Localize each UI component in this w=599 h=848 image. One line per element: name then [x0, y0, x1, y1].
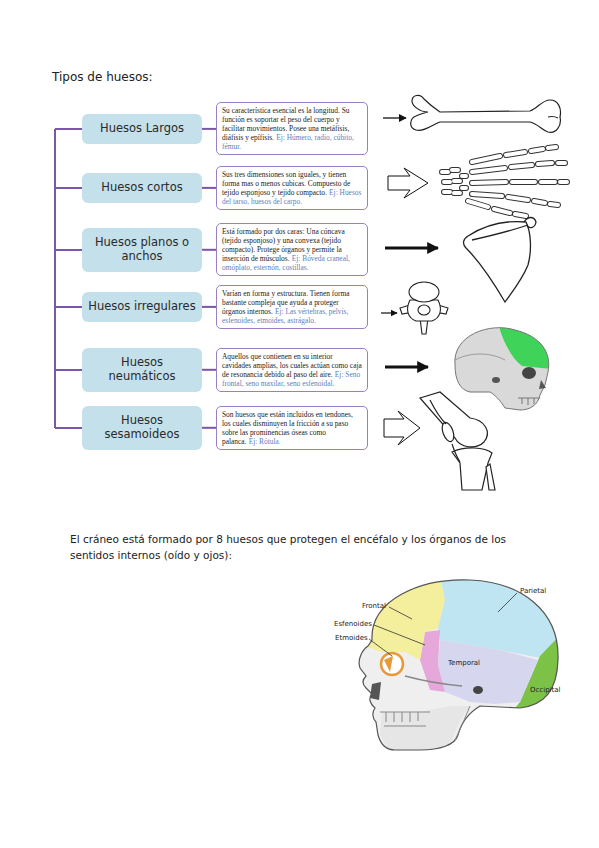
pointer-arrows-part [385, 366, 428, 369]
vertebra-part [409, 282, 439, 302]
scapula-part [472, 225, 528, 240]
pointer-arrows-part [384, 411, 420, 445]
small-skull-part [518, 398, 540, 405]
skull-diagram [350, 575, 570, 755]
scapula-part [524, 218, 536, 228]
vertebra [400, 282, 448, 334]
skull-diagram-part [455, 706, 470, 740]
vertebra-part [408, 300, 441, 321]
skull-diagram-part [350, 575, 570, 755]
box-text: Huesos irregulares [88, 300, 196, 314]
pointer-arrows-part [385, 247, 438, 250]
skull-diagram-part [473, 686, 483, 694]
skull-diagram-part-part [380, 706, 470, 752]
knee-joint [420, 392, 495, 490]
small-skull-part-part [500, 315, 560, 370]
connector-line [202, 306, 216, 308]
scapula [464, 218, 536, 303]
pointer-arrows-part [383, 117, 406, 118]
part-label: Temporal [448, 659, 480, 667]
small-skull-part [522, 367, 536, 379]
connector-line [202, 369, 216, 371]
hand-bones [442, 147, 567, 216]
connector-line [202, 427, 216, 429]
long-bone [411, 95, 561, 132]
description-box: Aquellos que contienen en su interior ca… [216, 348, 368, 392]
description-box: Son huesos que están incluidos en tendon… [216, 406, 368, 450]
category-box: Huesos planos o anchos [82, 228, 202, 272]
part-label: Esfenoides [334, 620, 372, 628]
box-text: Huesos neumáticos [88, 356, 196, 384]
pointer-arrows-part [381, 312, 397, 313]
category-box: Huesos cortos [82, 173, 202, 203]
description-box: Está formado por dos caras: Una cóncava … [216, 223, 368, 276]
page-heading: Tipos de huesos: [52, 70, 153, 84]
small-skull-part [492, 377, 500, 383]
knee-joint-part [430, 400, 460, 462]
leader-lines [369, 593, 517, 656]
paragraph-text: El cráneo está formado por 8 huesos que … [70, 532, 550, 564]
knee-joint-part [486, 464, 495, 490]
box-text: Son huesos que están incluidos en tendon… [222, 410, 353, 446]
tree-bracket-part [54, 129, 56, 428]
part-label: Occipital [530, 686, 561, 694]
hand-bones-part [442, 147, 567, 216]
part-label: Etmoides [335, 634, 368, 642]
skull-diagram-part-part [350, 575, 570, 755]
skull-diagram-part [405, 676, 462, 686]
description-box: Su característica esencial es la longitu… [216, 102, 368, 155]
description-box: Varían en forma y estructura. Tienen for… [216, 285, 368, 329]
leader-lines-part [374, 625, 425, 645]
skull-diagram-part-part [438, 640, 538, 704]
skull-diagram-part [359, 580, 558, 750]
hand-bones-part [442, 147, 567, 216]
small-skull-part [440, 315, 560, 415]
description-box: Sus tres dimensiones son iguales, y tien… [216, 166, 368, 210]
tree-bracket [55, 129, 82, 428]
box-text: Huesos planos o anchos [88, 236, 196, 264]
knee-joint-part [440, 421, 456, 443]
small-skull-part-part [440, 315, 560, 415]
small-skull-part [455, 328, 549, 410]
scapula-part [464, 222, 531, 302]
long-bone-part [548, 117, 558, 118]
vertebra-part [418, 305, 430, 315]
category-box: Huesos irregulares [82, 292, 202, 322]
category-box: Huesos Largos [82, 114, 202, 144]
skull-diagram-part [384, 656, 393, 672]
skull-diagram-part [381, 653, 403, 675]
category-box: Huesos sesamoideos [82, 406, 202, 450]
leader-lines-part [369, 639, 392, 656]
example-text: Ej: Rótula. [249, 437, 281, 446]
leader-lines-part [498, 593, 517, 612]
part-label: Frontal [362, 602, 386, 610]
small-skull-part-part [455, 354, 505, 360]
box-text: Huesos Largos [88, 122, 196, 136]
skull-diagram-part [370, 682, 381, 700]
part-label: Parietal [520, 587, 546, 595]
connector-line [202, 128, 216, 130]
small-skull-part [539, 380, 546, 389]
long-bone-part [411, 95, 561, 132]
connector-line [202, 249, 216, 251]
leader-lines-part [389, 607, 412, 619]
box-text: Huesos sesamoideos [88, 414, 196, 442]
pointer-arrows-part [388, 168, 428, 198]
connector-line [202, 187, 216, 189]
box-text: Huesos cortos [88, 181, 196, 195]
tree-bracket-part [55, 129, 82, 428]
small-skull [440, 315, 560, 415]
category-box: Huesos neumáticos [82, 348, 202, 392]
skull-diagram-part [380, 712, 430, 726]
